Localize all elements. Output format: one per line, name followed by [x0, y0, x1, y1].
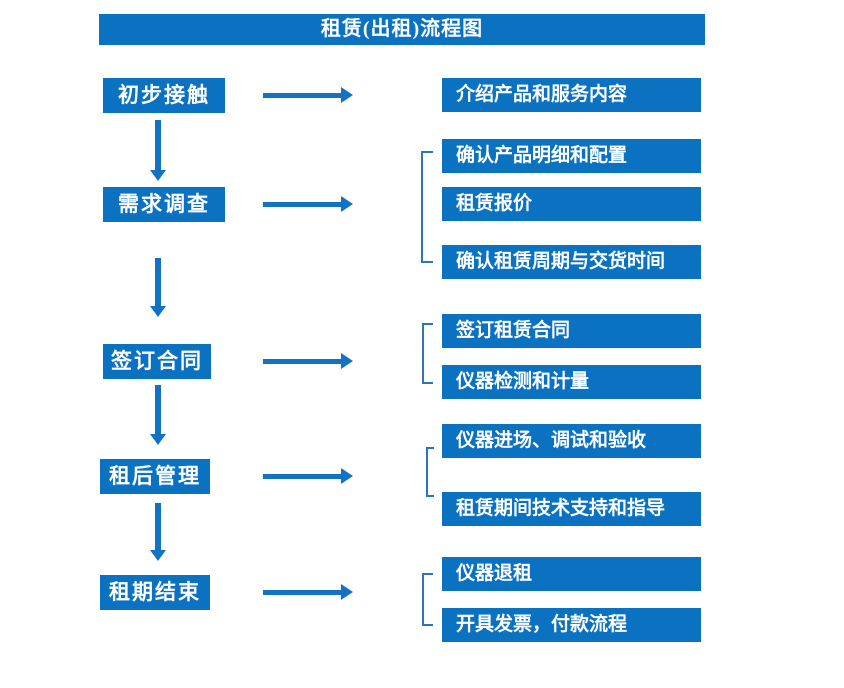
arrow-down-icon	[150, 503, 166, 561]
arrow-right-icon	[263, 584, 353, 600]
detail-box-confirm-period: 确认租赁周期与交货时间	[442, 245, 701, 279]
detail-box-instrument-return: 仪器退租	[442, 557, 701, 591]
step-box-demand-survey: 需求调查	[103, 187, 225, 222]
step-box-post-rental-mgmt: 租后管理	[100, 459, 210, 494]
arrow-right-icon	[263, 196, 353, 212]
group-bracket-icon	[422, 573, 433, 626]
arrow-right-icon	[263, 87, 353, 103]
arrow-right-icon	[263, 353, 353, 369]
group-bracket-icon	[421, 151, 433, 263]
arrow-down-icon	[150, 385, 166, 445]
step-box-initial-contact: 初步接触	[103, 78, 225, 113]
detail-box-confirm-product-spec: 确认产品明细和配置	[442, 139, 701, 173]
detail-box-introduce-products: 介绍产品和服务内容	[442, 78, 701, 112]
arrow-down-icon	[150, 120, 166, 181]
detail-box-sign-rental-contract: 签订租赁合同	[442, 314, 701, 348]
group-bracket-icon	[422, 323, 433, 384]
detail-box-rental-quotation: 租赁报价	[442, 187, 701, 221]
title-banner: 租赁(出租)流程图	[99, 14, 705, 45]
detail-box-tech-support: 租赁期间技术支持和指导	[442, 492, 701, 526]
group-bracket-icon	[426, 447, 434, 497]
arrow-down-icon	[150, 258, 166, 317]
detail-box-invoice-payment: 开具发票，付款流程	[442, 608, 701, 642]
step-box-rental-end: 租期结束	[100, 575, 210, 610]
detail-box-instrument-testing: 仪器检测和计量	[442, 365, 701, 399]
arrow-right-icon	[263, 468, 353, 484]
detail-box-instrument-setup: 仪器进场、调试和验收	[442, 424, 701, 458]
step-box-sign-contract: 签订合同	[103, 344, 211, 379]
